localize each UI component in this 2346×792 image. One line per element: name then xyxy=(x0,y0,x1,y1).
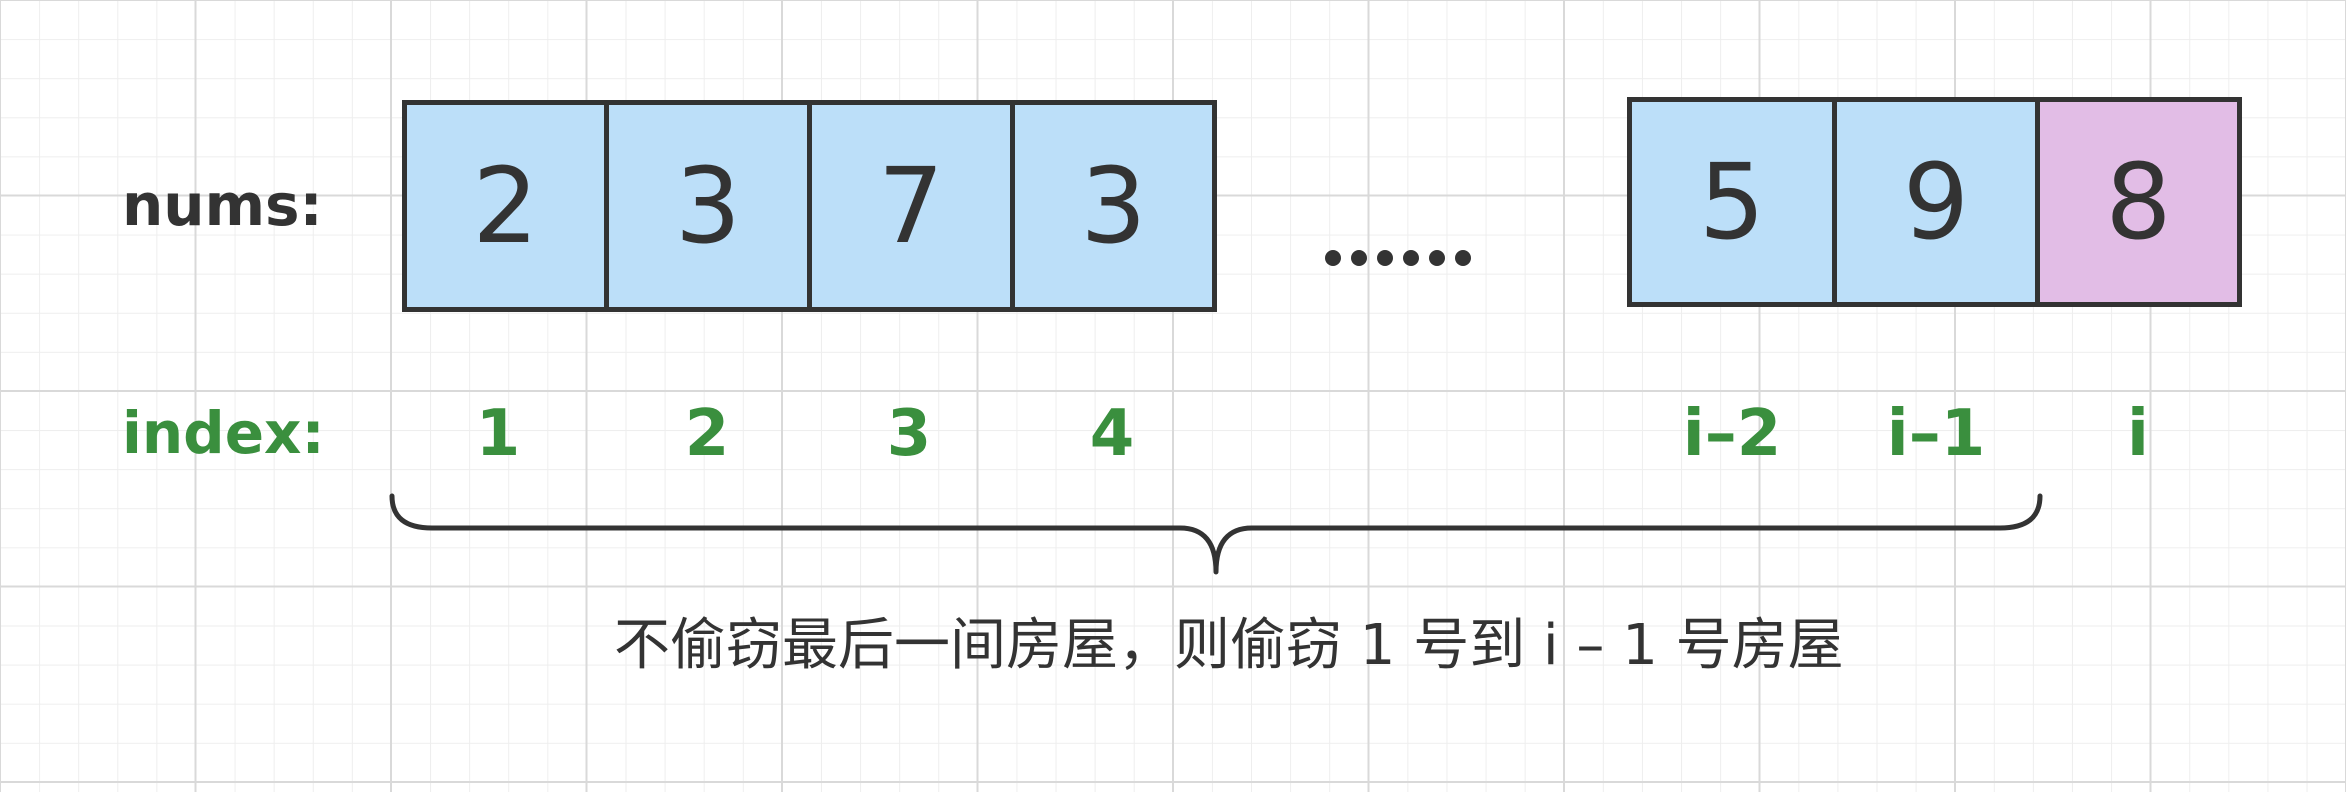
array-cell-3: 7 xyxy=(807,100,1015,312)
array-cell-2: 3 xyxy=(604,100,812,312)
index-value-i-minus-2: i–2 xyxy=(1682,397,1782,471)
nums-label: nums: xyxy=(122,171,323,239)
array-cell-i-minus-2: 5 xyxy=(1627,97,1837,307)
ellipsis xyxy=(1325,250,1471,266)
index-label: index: xyxy=(122,399,325,467)
index-value-i: i xyxy=(2127,397,2149,471)
index-value-i-minus-1: i–1 xyxy=(1886,397,1986,471)
caption: 不偷窃最后一间房屋，则偷窃 1 号到 i – 1 号房屋 xyxy=(614,613,1844,678)
index-value-2: 2 xyxy=(684,397,730,471)
index-value-4: 4 xyxy=(1089,397,1135,471)
array-cell-1: 2 xyxy=(402,100,609,312)
array-cell-i-last-house: 8 xyxy=(2035,97,2242,307)
index-value-1: 1 xyxy=(475,397,521,471)
index-value-3: 3 xyxy=(886,397,932,471)
array-cell-4: 3 xyxy=(1010,100,1217,312)
